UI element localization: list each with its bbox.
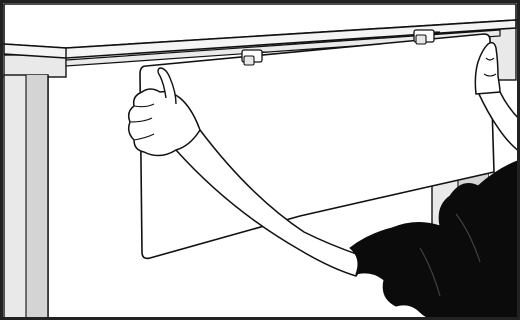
left-leg-shadow: [26, 75, 48, 320]
left-leg-upper: [4, 55, 66, 77]
